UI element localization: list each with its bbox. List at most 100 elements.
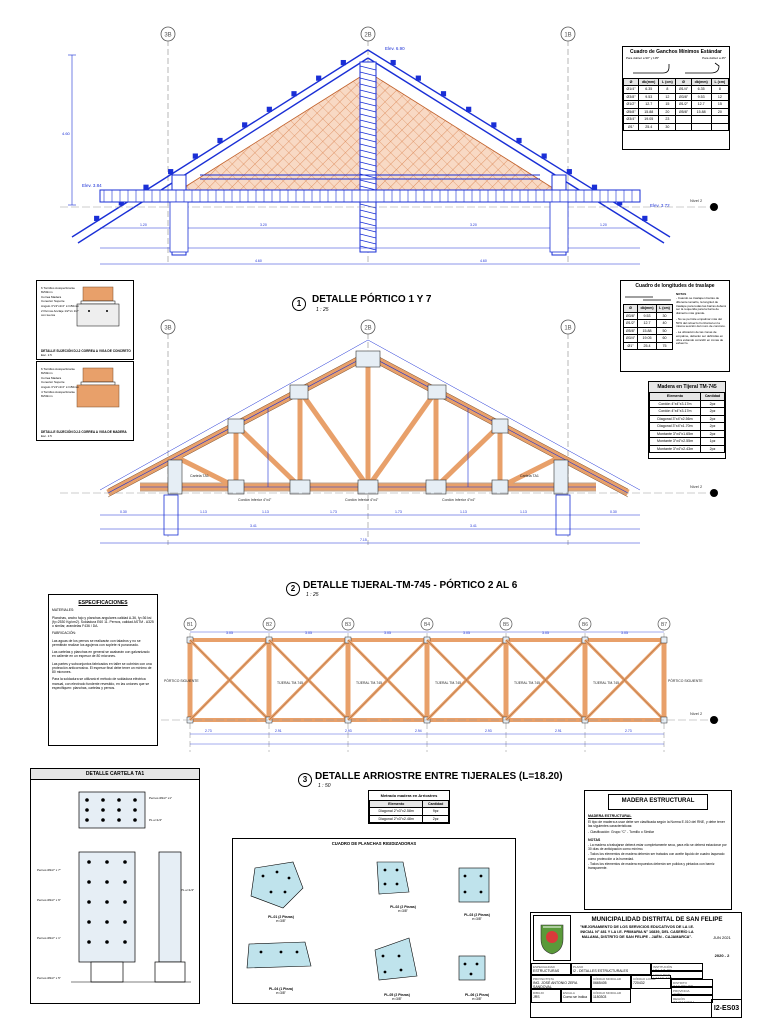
cartela-panel: DETALLE CARTELA TA1 Pernos Ø1/2" x1"PL e… — [30, 768, 200, 1004]
table-cell: Ø3/4" — [622, 334, 639, 343]
table-cell: 25.4 — [638, 122, 660, 132]
table-cell: 75 — [655, 341, 674, 351]
bracing-dim: 3.05 — [384, 631, 391, 635]
title-block: MUNICIPALIDAD DISTRITAL DE SAN FELIPE "M… — [530, 912, 742, 1018]
plate-item: PL-04 (1 Pieza)e=3/8" — [251, 987, 311, 996]
bracing-bottom-dim: 2.93 — [485, 729, 492, 733]
municipal-seal — [533, 915, 571, 961]
hooks-table-panel: Cuadro de Ganchos Mínimos Estándar Para … — [622, 46, 730, 150]
table-cell: 8 — [658, 85, 677, 95]
table-header: Ø — [675, 77, 692, 87]
svg-text:1.20: 1.20 — [140, 223, 147, 227]
title-block-label: PLANO — [573, 965, 584, 969]
bracing-axis-label: B1 — [187, 622, 193, 628]
table-cell: Cordón 4"x4"x3.17m — [648, 399, 702, 409]
cartela-label: Pernos Ø1/2" x 1" — [37, 936, 61, 940]
spec-paragraph: MATERIALES: — [52, 608, 75, 613]
spec-paragraph: Las cartelas y planchas en general se ac… — [52, 650, 150, 659]
table-header: Elemento — [368, 799, 424, 809]
splice-note: - La ubicación de las zonas de empalme, … — [676, 330, 724, 346]
connection-label: Angulo 3"x3"x1/4" L=150mm — [41, 385, 80, 389]
table-header: Ø — [622, 77, 640, 87]
table-cell: 9.53 — [690, 92, 712, 102]
section-2-title: DETALLE TIJERAL-TM-745 - PÓRTICO 2 AL 6 — [303, 580, 518, 591]
table-cell: 60 — [655, 334, 674, 343]
table-cell: Ø3/4" — [622, 115, 640, 124]
bracing-axis-label: B7 — [661, 622, 667, 628]
plate-item: PL-05 (2 Piezas)e=3/8" — [367, 993, 427, 1002]
svg-text:3.20: 3.20 — [260, 223, 267, 227]
svg-text:0.30: 0.30 — [120, 510, 127, 514]
level-label-2: Nivel 2 — [690, 484, 703, 489]
table-header: Elemento — [648, 392, 702, 401]
table-cell: 23 — [658, 115, 677, 124]
table-cell: 2pz — [422, 814, 449, 824]
portico-right-label: PÓRTICO SIGUIENTE — [668, 678, 703, 683]
table-cell: 30 — [655, 311, 674, 321]
bracing-bottom-dim: 2.91 — [275, 729, 282, 733]
table-cell: 30 — [658, 122, 677, 132]
bracing-dim: 3.05 — [226, 631, 233, 635]
splice-notes-title: NOTAS — [676, 292, 687, 297]
title-block-label: PROYECTISTA — [533, 977, 554, 981]
splice-diagram — [625, 296, 671, 301]
svg-text:1.13: 1.13 — [460, 510, 467, 514]
cartela-label: Pernos Ø1/2" x 5" — [37, 976, 61, 980]
svg-text:3.41: 3.41 — [470, 524, 477, 528]
axis-2b-label: 2B — [364, 33, 371, 39]
table-cell: 2pz — [700, 422, 725, 431]
connection-label: 6 Tornillos Autoperforante 8x50mm — [41, 367, 75, 375]
table-cell: Montante 3"x4"x2.43m — [648, 444, 702, 454]
spec-paragraph: Las partes y subconjuntos fabricados en … — [52, 661, 152, 675]
table-header: L (cm) — [655, 304, 674, 313]
connection-label: Conector Soporte — [41, 299, 65, 304]
portico-left-label: PÓRTICO SIGUIENTE — [164, 678, 199, 683]
table-cell: Ø1/2" — [675, 100, 692, 109]
title-block-label: CÓDIGO MODULAR — [593, 991, 622, 995]
table-cell: 12.7 — [638, 100, 660, 109]
table-cell: 50 — [655, 326, 674, 336]
bracing-truss-label: TIJERAL TM-745 — [356, 681, 382, 685]
truss-wood-title: Madera en Tijeral TM-745 — [649, 382, 725, 393]
table-header: Ø — [622, 304, 639, 313]
table-cell: 19.05 — [637, 334, 657, 343]
table-cell: Diagonal 3"x4"x1.70m — [648, 422, 702, 431]
table-cell: Cordón 4"x4"x3.17m — [648, 407, 702, 416]
svg-text:4.60: 4.60 — [255, 259, 262, 263]
cartela-drawing — [71, 791, 191, 983]
plate-name: PL-02 (2 Piezas) — [390, 905, 416, 909]
title-block-value: I2 - DETALLES ESTRUCTURALES — [573, 969, 629, 973]
table-cell: Ø3/8" — [622, 92, 640, 102]
svg-text:1.13: 1.13 — [262, 510, 269, 514]
svg-text:1.73: 1.73 — [330, 510, 337, 514]
portico-1-7-drawing: 3B 2B 1B 4.60 — [60, 26, 720, 265]
table-cell: 2pz — [700, 429, 725, 439]
spec-paragraph: Planchas, ancho fajo y planchas angulare… — [52, 615, 154, 629]
cartela-label: PL e=1/4" — [181, 888, 195, 892]
plate-spec: e=3/8" — [276, 991, 286, 996]
connection-label: Correa Madera — [41, 294, 62, 299]
title-block-label: ESCALA — [563, 991, 575, 995]
axis-2b-label-2: 2B — [364, 326, 371, 332]
title-block-value: LA MALAMA — [653, 977, 673, 979]
title-block-value: Como se indica — [563, 995, 588, 999]
table-cell — [710, 115, 730, 124]
bracing-truss-label: TIJERAL TM-745 — [593, 681, 619, 685]
